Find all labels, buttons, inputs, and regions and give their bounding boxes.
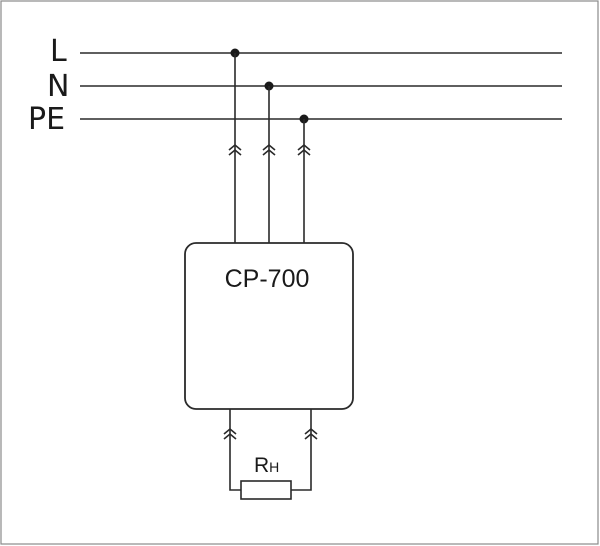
bus-label-l: L [50,34,67,69]
load-wire-right [291,409,312,491]
resistor-icon [240,480,292,500]
bus-label-pe: PE [28,102,65,137]
connector-icon-load-right [304,427,318,440]
bus-label-n: N [47,69,69,104]
connector-icon-pe [297,143,311,156]
connector-icon-l [228,143,242,156]
device-box [184,242,354,410]
connector-icon-load-left [223,427,237,440]
resistor-label: RH [254,454,279,477]
load-wire-left [229,409,241,491]
connector-icon-n [262,143,276,156]
device-label: CP-700 [225,265,310,293]
